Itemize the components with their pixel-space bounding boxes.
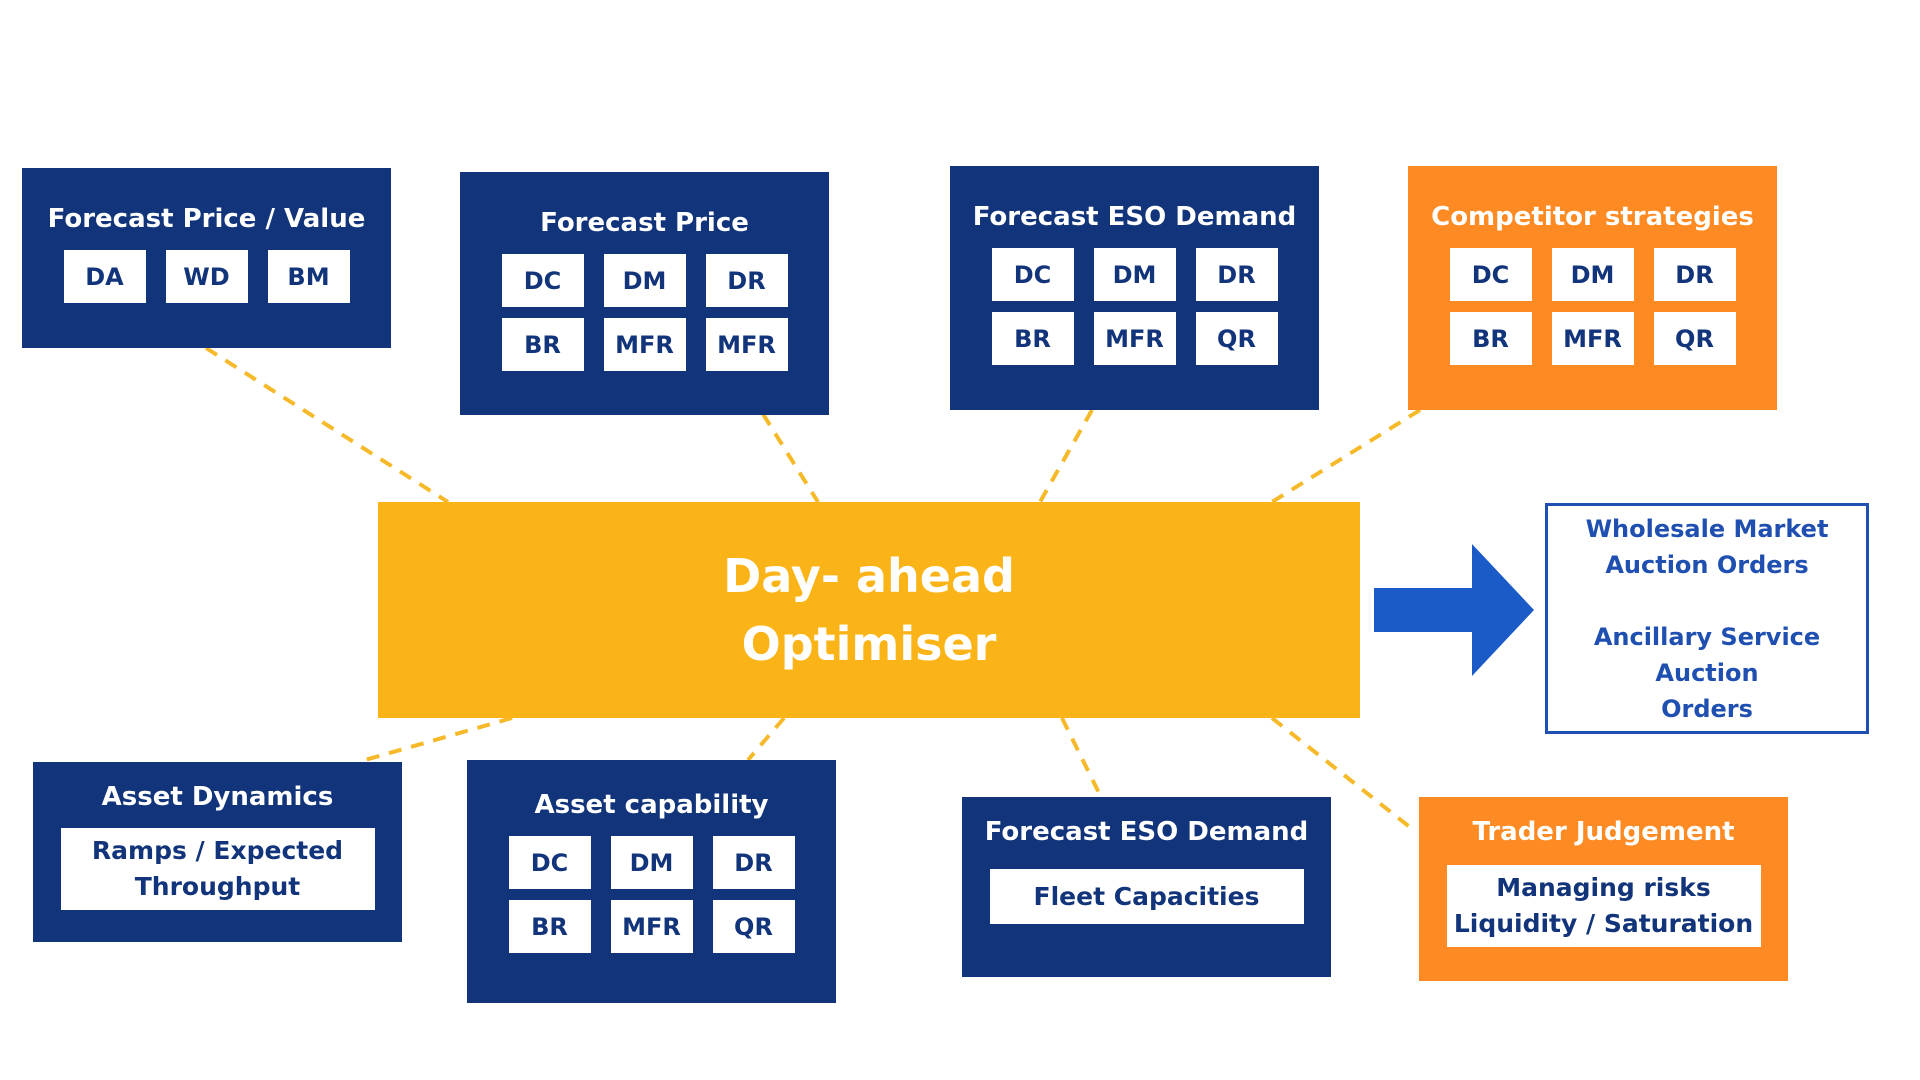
tile-dc: DC: [508, 836, 591, 889]
ancillary-line-2: Orders: [1661, 694, 1753, 723]
optimiser-line-1: Day- ahead: [723, 549, 1015, 603]
tile-dc: DC: [991, 248, 1074, 301]
tile-dm: DM: [1093, 248, 1176, 301]
box-title: Forecast Price / Value: [47, 204, 366, 234]
box-title: Forecast ESO Demand: [972, 202, 1297, 232]
output-orders-box: Wholesale Market Auction Orders Ancillar…: [1545, 503, 1869, 734]
output-arrow-icon: [1374, 544, 1534, 676]
box-title: Competitor strategies: [1431, 202, 1754, 232]
forecast-price-box: Forecast Price DC DM DR BR MFR MFR: [460, 172, 829, 415]
tile-dc: DC: [501, 254, 584, 307]
competitor-strategies-box: Competitor strategies DC DM DR BR MFR QR: [1408, 166, 1777, 410]
wholesale-line-1: Wholesale Market: [1585, 514, 1829, 543]
box-title: Asset capability: [534, 790, 769, 820]
tile-mfr: MFR: [1093, 312, 1176, 365]
box-title: Trader Judgement: [1472, 817, 1735, 847]
tile-dm: DM: [610, 836, 693, 889]
tile-br: BR: [508, 900, 591, 953]
tile-da: DA: [63, 250, 146, 303]
tile-dm: DM: [603, 254, 686, 307]
tile-dr: DR: [1195, 248, 1278, 301]
connector-price-value: [204, 346, 450, 504]
asset-dynamics-box: Asset Dynamics Ramps / Expected Throughp…: [33, 762, 402, 942]
panel: Managing risks Liquidity / Saturation: [1446, 865, 1761, 947]
panel-line-2: Throughput: [134, 872, 301, 901]
asset-capability-box: Asset capability DC DM DR BR MFR QR: [467, 760, 836, 1003]
tile-dr: DR: [705, 254, 788, 307]
forecast-eso-demand-box: Forecast ESO Demand DC DM DR BR MFR QR: [950, 166, 1319, 410]
panel-line-1: Fleet Capacities: [1033, 881, 1260, 911]
tile-dr: DR: [712, 836, 795, 889]
tile-dr: DR: [1653, 248, 1736, 301]
panel: Fleet Capacities: [989, 869, 1304, 924]
forecast-price-value-box: Forecast Price / Value DA WD BM: [22, 168, 391, 348]
day-ahead-optimiser: Day- ahead Optimiser: [378, 502, 1360, 718]
trader-judgement-box: Trader Judgement Managing risks Liquidit…: [1419, 797, 1788, 981]
tile-wd: WD: [165, 250, 248, 303]
connector-asset-dynamics: [357, 716, 513, 764]
ancillary-line-1: Ancillary Service Auction: [1593, 622, 1821, 687]
box-title: Forecast Price: [540, 208, 749, 238]
tile-qr: QR: [712, 900, 795, 953]
tile-bm: BM: [267, 250, 350, 303]
tile-br: BR: [991, 312, 1074, 365]
forecast-eso-demand-2-box: Forecast ESO Demand Fleet Capacities: [962, 797, 1331, 977]
optimiser-line-2: Optimiser: [741, 617, 997, 671]
tile-dm: DM: [1551, 248, 1634, 301]
box-title: Asset Dynamics: [101, 782, 334, 812]
tile-mfr: MFR: [705, 318, 788, 371]
connector-forecast-price: [761, 412, 820, 504]
tile-br: BR: [1449, 312, 1532, 365]
panel-line-1: Ramps / Expected: [91, 836, 344, 865]
connector-asset-capability: [746, 716, 786, 762]
tile-qr: QR: [1653, 312, 1736, 365]
tile-qr: QR: [1195, 312, 1278, 365]
tile-br: BR: [501, 318, 584, 371]
tile-dc: DC: [1449, 248, 1532, 301]
panel-line-1: Managing risks: [1496, 873, 1711, 902]
panel: Ramps / Expected Throughput: [60, 828, 375, 910]
connector-competitor: [1270, 408, 1422, 504]
tile-mfr: MFR: [1551, 312, 1634, 365]
tile-mfr: MFR: [610, 900, 693, 953]
panel-line-2: Liquidity / Saturation: [1453, 909, 1754, 938]
connector-eso-demand: [1038, 409, 1094, 503]
box-title: Forecast ESO Demand: [984, 817, 1309, 847]
connector-eso-demand-2: [1060, 717, 1102, 796]
wholesale-line-2: Auction Orders: [1605, 550, 1809, 579]
tile-mfr: MFR: [603, 318, 686, 371]
